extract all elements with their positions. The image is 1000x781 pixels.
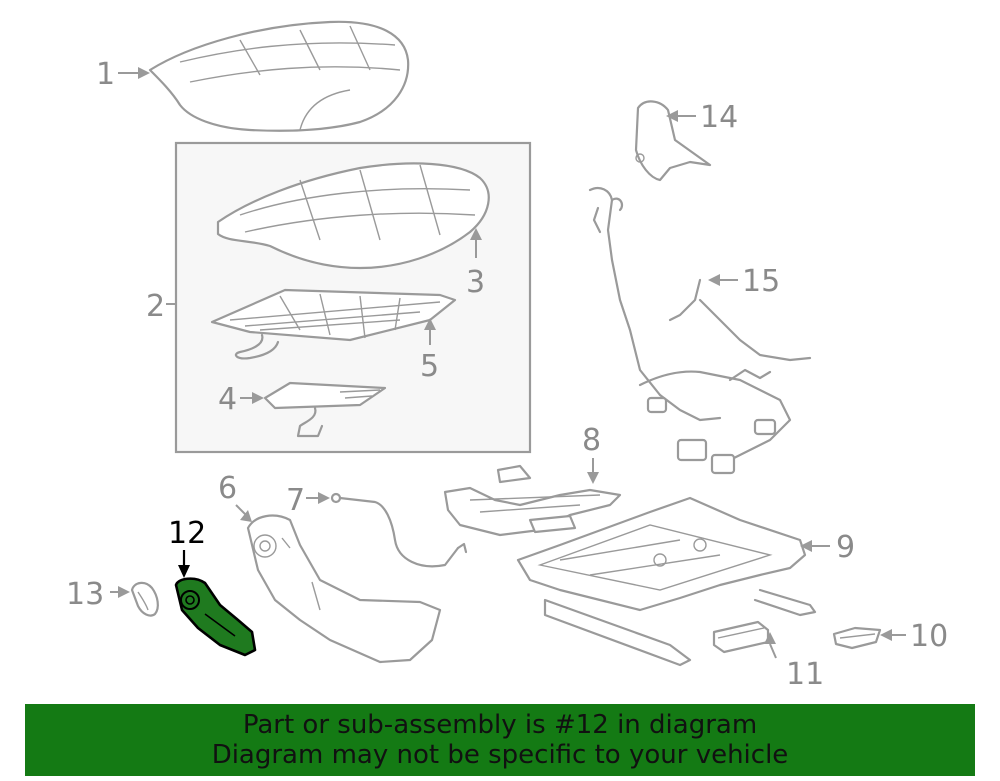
part-15-wire-harness[interactable] xyxy=(588,186,812,475)
notice-line-1: Part or sub-assembly is #12 in diagram xyxy=(242,710,758,740)
part-11-trim-cover[interactable] xyxy=(712,620,770,654)
part-4-module[interactable] xyxy=(263,381,387,438)
arrowhead-5 xyxy=(424,318,436,330)
part-1-cushion-cover[interactable] xyxy=(148,20,410,132)
part-12-lever-highlighted[interactable] xyxy=(174,577,257,657)
arrowhead-6 xyxy=(240,510,252,522)
leader-line-11 xyxy=(769,643,777,659)
callout-label-10: 10 xyxy=(910,619,948,654)
arrowhead-12 xyxy=(178,565,190,578)
callout-4: 4 xyxy=(218,382,264,417)
notice-banner: Part or sub-assembly is #12 in diagram D… xyxy=(25,704,975,776)
part-14-bracket-cover[interactable] xyxy=(634,100,712,182)
arrowhead-14 xyxy=(666,110,678,122)
callout-5: 5 xyxy=(420,318,439,384)
part-9-seat-frame[interactable] xyxy=(516,496,817,667)
arrowhead-9 xyxy=(800,540,812,552)
callout-label-12: 12 xyxy=(168,516,206,551)
callout-label-15: 15 xyxy=(742,264,780,299)
callout-7: 7 xyxy=(286,483,330,518)
arrowhead-15 xyxy=(708,274,720,286)
callout-15: 15 xyxy=(708,264,780,299)
callout-label-5: 5 xyxy=(420,349,439,384)
callout-9: 9 xyxy=(800,530,855,565)
callout-label-8: 8 xyxy=(582,423,601,458)
arrowhead-11 xyxy=(764,632,776,644)
leader-line-6 xyxy=(235,504,247,516)
callout-6: 6 xyxy=(218,471,252,522)
callout-label-9: 9 xyxy=(836,530,855,565)
part-8-rail-bracket[interactable] xyxy=(443,464,622,537)
callout-2: 2 xyxy=(146,289,176,324)
arrowhead-13 xyxy=(118,586,130,598)
callout-label-1: 1 xyxy=(96,57,115,92)
callout-13: 13 xyxy=(66,577,130,612)
callout-10: 10 xyxy=(880,619,948,654)
arrowhead-7 xyxy=(318,492,330,504)
callout-14: 14 xyxy=(666,100,738,135)
arrowhead-8 xyxy=(587,472,599,484)
callout-label-14: 14 xyxy=(700,100,738,135)
callout-8: 8 xyxy=(582,423,601,484)
callout-3: 3 xyxy=(466,228,485,300)
callout-1: 1 xyxy=(96,57,150,92)
arrowhead-3 xyxy=(470,228,482,240)
arrowhead-4 xyxy=(252,392,264,404)
callout-label-3: 3 xyxy=(466,265,485,300)
part-10-small-cover[interactable] xyxy=(832,626,882,650)
arrowhead-10 xyxy=(880,629,892,641)
callout-label-2: 2 xyxy=(146,289,165,324)
callout-label-11: 11 xyxy=(786,657,824,692)
callout-11: 11 xyxy=(764,632,824,692)
callout-label-6: 6 xyxy=(218,471,237,506)
callout-label-4: 4 xyxy=(218,382,237,417)
notice-line-2: Diagram may not be specific to your vehi… xyxy=(211,740,789,770)
arrowhead-1 xyxy=(138,67,150,79)
part-6-side-shield[interactable] xyxy=(246,514,442,664)
part-5-heater-mat[interactable] xyxy=(210,288,457,360)
callout-label-7: 7 xyxy=(286,483,305,518)
part-13-knob[interactable] xyxy=(130,581,159,617)
callout-12: 12 xyxy=(168,516,206,578)
callout-label-13: 13 xyxy=(66,577,104,612)
part-7-cable[interactable] xyxy=(330,492,468,568)
part-3-cushion-pad[interactable] xyxy=(216,162,490,270)
